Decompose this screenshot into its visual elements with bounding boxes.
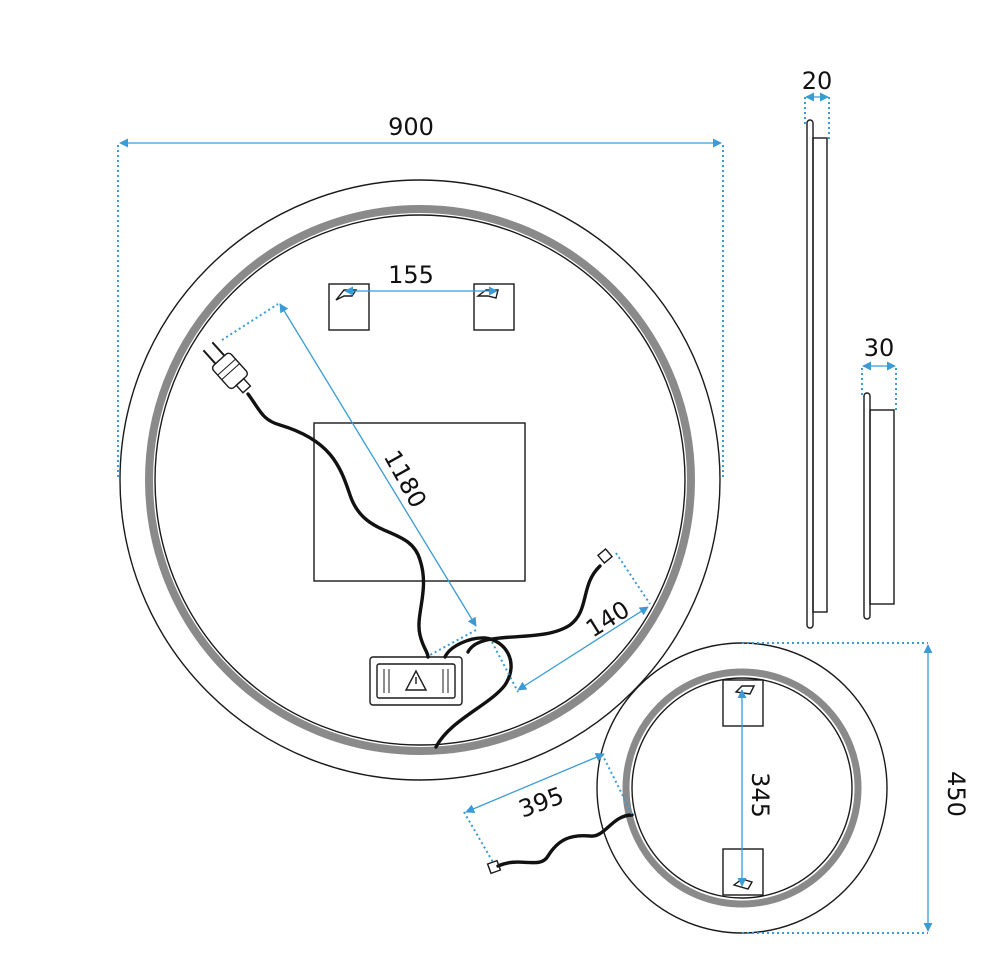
switch-box-icon <box>369 656 463 706</box>
small-mirror-inner-edge <box>631 677 853 899</box>
small-mirror-cable <box>496 813 634 868</box>
label-140: 140 <box>581 595 635 643</box>
label-30: 30 <box>864 334 895 362</box>
sensor-connector <box>596 547 614 565</box>
dim-cable-plug: 1180 <box>221 303 477 656</box>
large-mirror-inner-edge <box>154 214 686 746</box>
small-mirror-led-ring <box>622 668 862 908</box>
small-mirror-connector <box>486 859 502 875</box>
large-mirror-led-ring <box>145 205 695 755</box>
dim-side-depth-large: 20 <box>802 67 833 140</box>
side-profile-large <box>806 119 828 629</box>
small-hanger-bottom <box>722 848 764 896</box>
sensor-cable <box>466 564 602 654</box>
power-cable <box>246 392 430 659</box>
label-20: 20 <box>802 67 833 95</box>
label-345: 345 <box>746 772 774 818</box>
warning-triangle-icon <box>404 669 428 691</box>
dim-width-large: 900 <box>117 113 724 480</box>
dim-cable-small: 395 <box>463 752 633 865</box>
dim-hanger-spacing-large: 155 <box>344 261 498 296</box>
label-155: 155 <box>388 261 434 289</box>
plug-icon <box>202 341 252 394</box>
led-cable <box>434 636 513 749</box>
large-mirror-outer-edge <box>119 179 721 781</box>
dim-diameter-small: 450 <box>742 642 970 934</box>
small-hanger-top <box>722 679 764 727</box>
dim-hanger-spacing-small: 345 <box>737 689 774 887</box>
side-profile-small <box>863 392 895 620</box>
label-450: 450 <box>942 771 970 817</box>
dim-side-depth-small: 30 <box>861 334 897 412</box>
label-900: 900 <box>388 113 434 141</box>
